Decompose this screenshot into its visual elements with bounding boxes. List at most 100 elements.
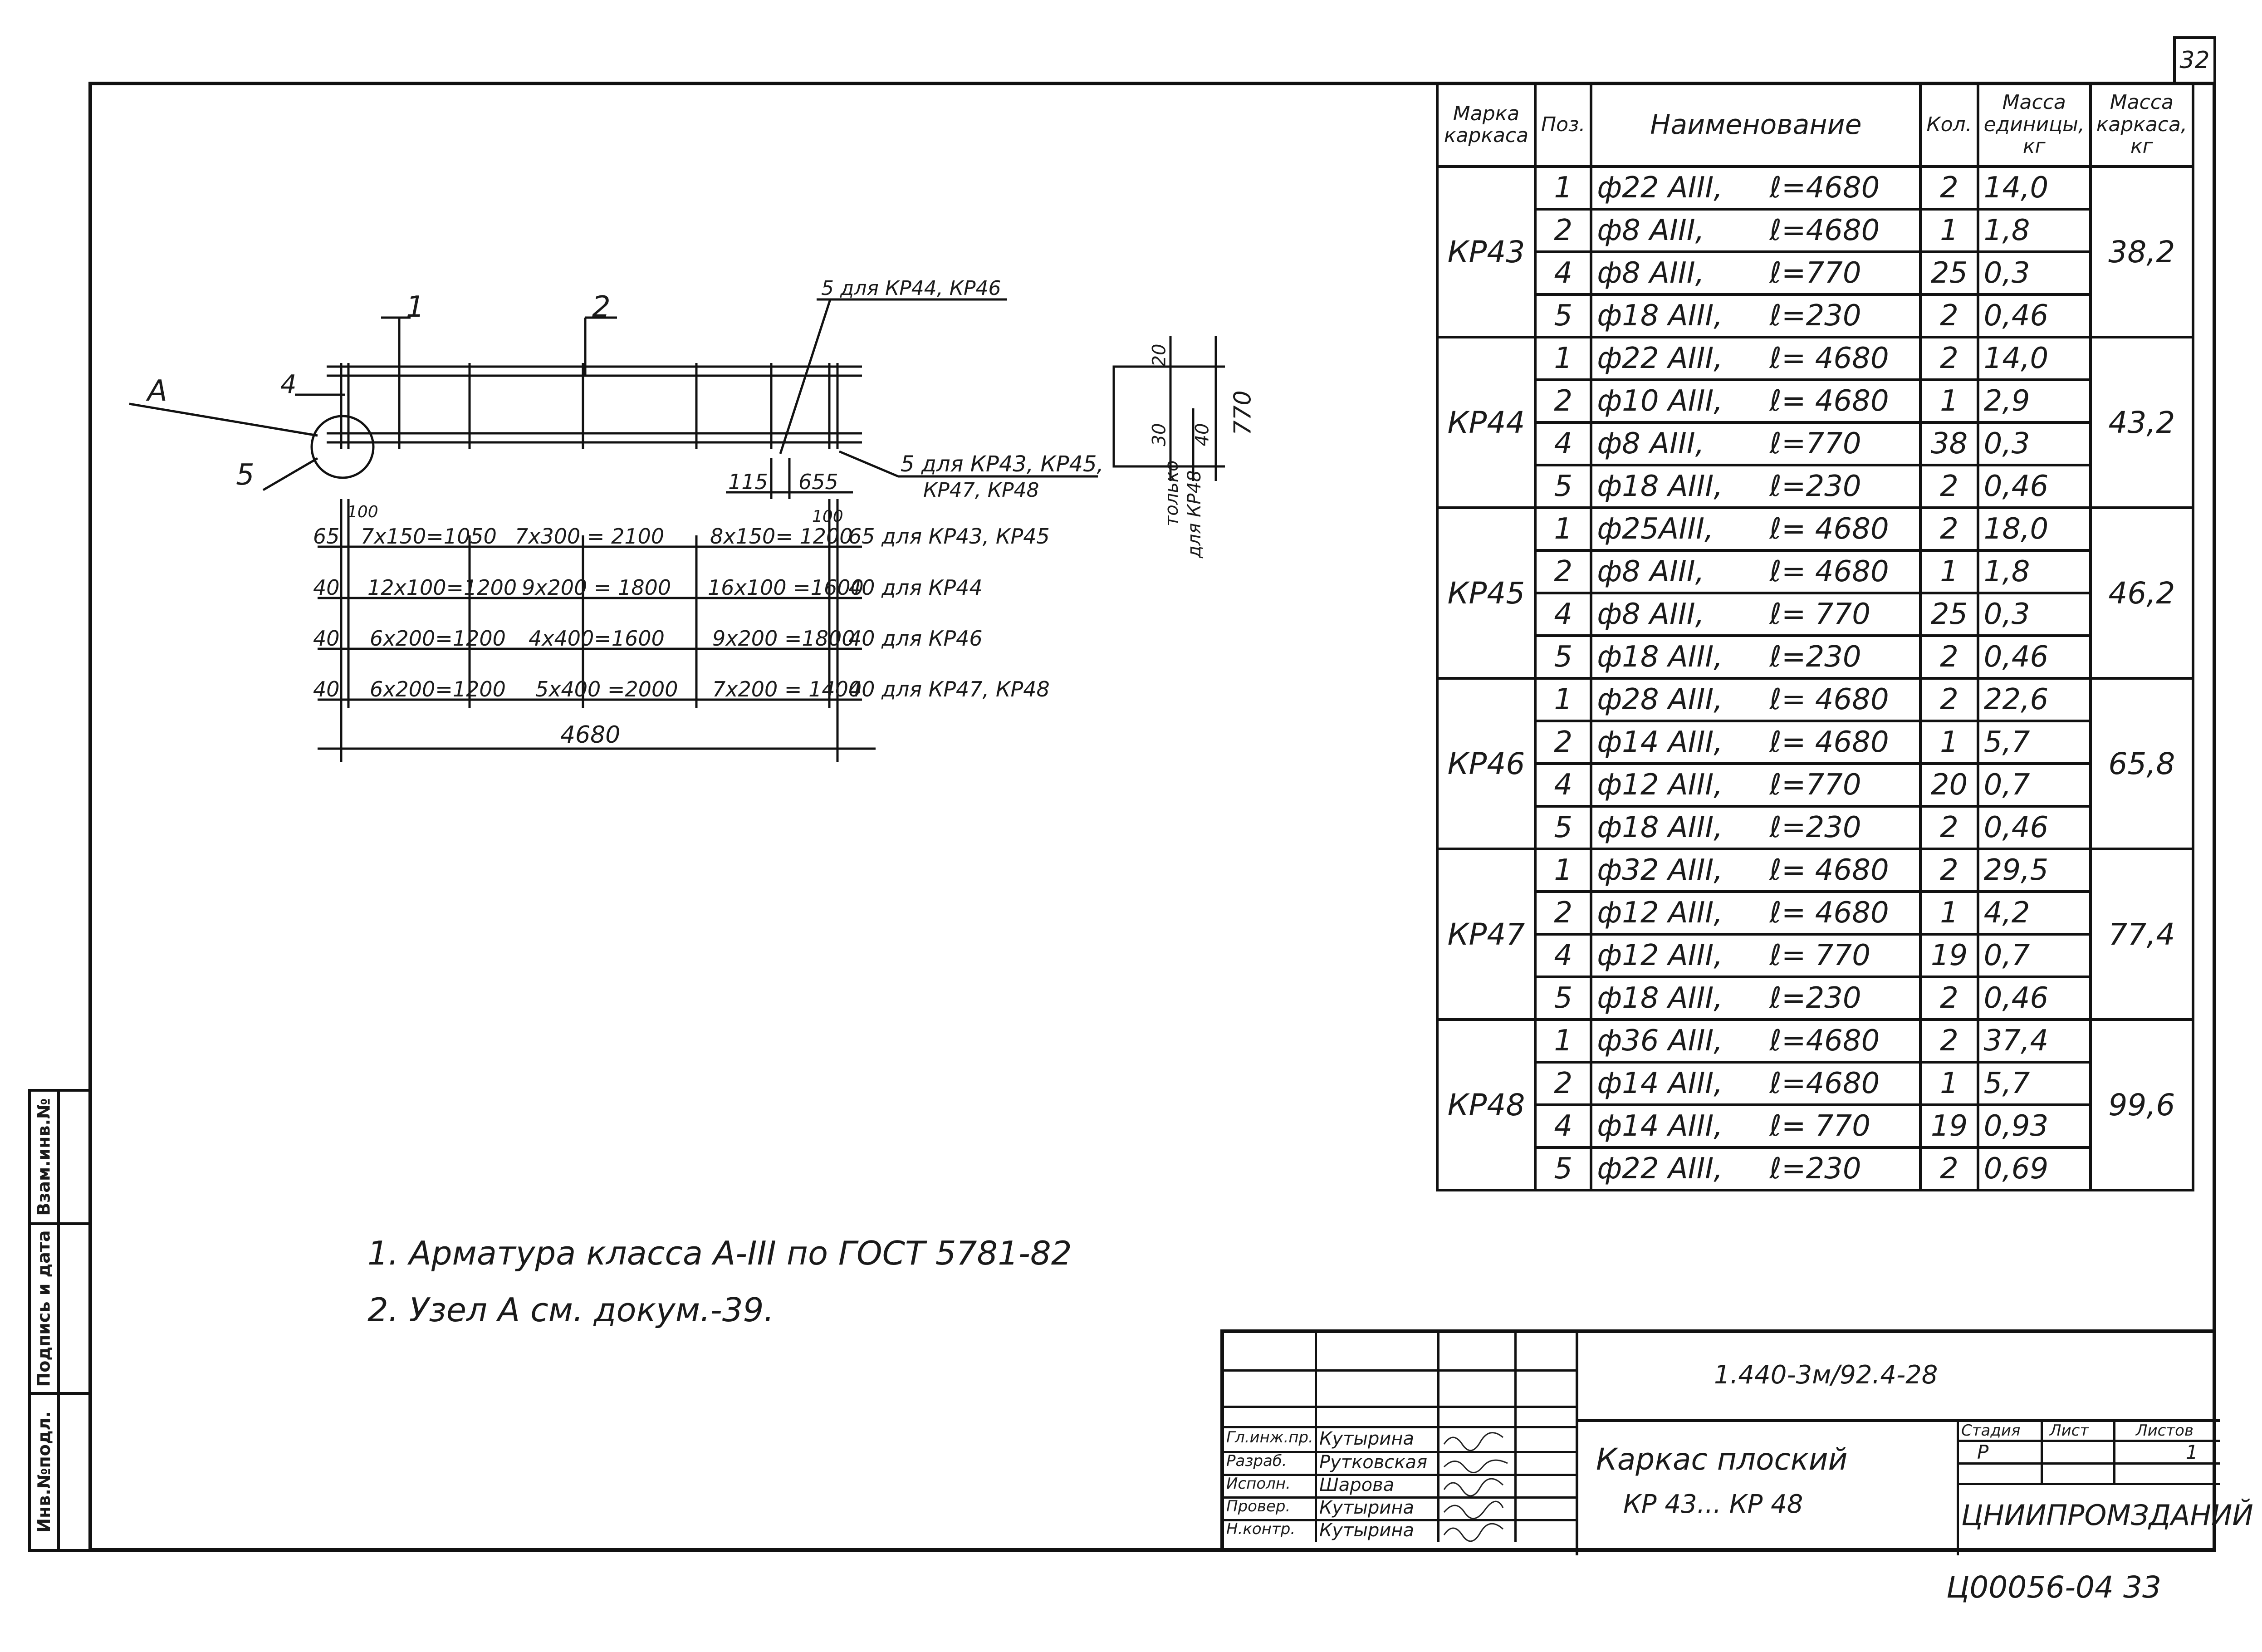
bar-length: ℓ=230 bbox=[1769, 299, 1861, 333]
name-cell: ф8 АIII,ℓ=4680 bbox=[1590, 208, 1922, 253]
unit-mass-cell: 1,8 bbox=[1976, 549, 2092, 594]
dim-row-2-left: 40 bbox=[313, 575, 340, 600]
bar-designation: ф10 АIII, bbox=[1597, 384, 1723, 418]
quantity-cell: 1 bbox=[1919, 208, 1979, 253]
name-cell: ф22 АIII,ℓ= 4680 bbox=[1590, 336, 1922, 381]
quantity-cell: 2 bbox=[1919, 848, 1979, 893]
section-note-1: только bbox=[1161, 460, 1182, 526]
role-3-name: Шарова bbox=[1319, 1475, 1395, 1495]
label-5-top: 5 для КР44, КР46 bbox=[821, 277, 1001, 300]
sheets-label: Листов bbox=[2136, 1422, 2194, 1440]
name-cell: ф12 АIII,ℓ=770 bbox=[1590, 762, 1922, 808]
bar-length: ℓ= 770 bbox=[1769, 939, 1870, 972]
name-cell: ф18 АIII,ℓ=230 bbox=[1590, 976, 1922, 1021]
unit-mass-cell: 0,46 bbox=[1976, 805, 2092, 850]
unit-mass-cell: 0,46 bbox=[1976, 976, 2092, 1021]
dim-row-4-right: 40 для КР47, КР48 bbox=[848, 677, 1050, 701]
position-5-label: 5 bbox=[236, 458, 255, 492]
label-5-right-2: КР47, КР48 bbox=[923, 479, 1039, 502]
unit-mass-cell: 0,46 bbox=[1976, 293, 2092, 338]
role-2-name: Рутковская bbox=[1319, 1452, 1428, 1473]
frame-mass-cell: 46,2 bbox=[2089, 506, 2194, 680]
bar-designation: ф8 АIII, bbox=[1597, 427, 1704, 461]
position-cell: 1 bbox=[1533, 506, 1593, 552]
name-cell: ф8 АIII,ℓ= 4680 bbox=[1590, 549, 1922, 594]
position-cell: 4 bbox=[1533, 933, 1593, 978]
quantity-cell: 2 bbox=[1919, 677, 1979, 722]
bar-length: ℓ= 4680 bbox=[1769, 896, 1889, 930]
dim-row-1-b: 7х300 = 2100 bbox=[515, 524, 665, 549]
unit-mass-cell: 0,69 bbox=[1976, 1146, 2092, 1191]
dim-100-right: 100 bbox=[812, 507, 843, 526]
bar-length: ℓ= 4680 bbox=[1769, 342, 1889, 375]
bar-length: ℓ= 770 bbox=[1769, 598, 1870, 631]
frame-mark-cell: КР43 bbox=[1436, 165, 1537, 338]
frame-elevation-drawing bbox=[129, 298, 1225, 762]
bar-designation: ф8 АIII, bbox=[1597, 214, 1704, 247]
bar-designation: ф18 АIII, bbox=[1597, 811, 1723, 844]
dim-row-3-b: 4х400=1600 bbox=[529, 626, 665, 651]
position-cell: 2 bbox=[1533, 549, 1593, 594]
quantity-cell: 2 bbox=[1919, 805, 1979, 850]
bar-length: ℓ= 4680 bbox=[1769, 726, 1889, 759]
name-cell: ф18 АIII,ℓ=230 bbox=[1590, 634, 1922, 680]
dim-655: 655 bbox=[798, 470, 838, 494]
name-cell: ф25АIII,ℓ= 4680 bbox=[1590, 506, 1922, 552]
quantity-cell: 25 bbox=[1919, 592, 1979, 637]
bottom-document-code: Ц00056-04 33 bbox=[1946, 1570, 2161, 1605]
position-cell: 4 bbox=[1533, 250, 1593, 296]
unit-mass-cell: 0,7 bbox=[1976, 933, 2092, 978]
bar-length: ℓ=230 bbox=[1769, 811, 1861, 844]
unit-mass-cell: 29,5 bbox=[1976, 848, 2092, 893]
bar-length: ℓ=230 bbox=[1769, 640, 1861, 674]
header-pos: Поз. bbox=[1533, 82, 1593, 168]
quantity-cell: 20 bbox=[1919, 762, 1979, 808]
bar-length: ℓ= 4680 bbox=[1769, 853, 1889, 887]
dim-row-2-c: 16х100 =1600 bbox=[708, 575, 864, 600]
name-cell: ф14 АIII,ℓ= 770 bbox=[1590, 1103, 1922, 1149]
role-2: Разраб. bbox=[1226, 1452, 1287, 1470]
dim-row-1-right: 65 для КР43, КР45 bbox=[848, 524, 1050, 549]
unit-mass-cell: 14,0 bbox=[1976, 336, 2092, 381]
signatures-scribble bbox=[1443, 1432, 1508, 1542]
replace-inv-label: Взам.инв.№ bbox=[34, 1098, 54, 1216]
quantity-cell: 25 bbox=[1919, 250, 1979, 296]
role-1-name: Кутырина bbox=[1319, 1428, 1415, 1449]
label-5-right-1: 5 для КР43, КР45, bbox=[901, 451, 1104, 477]
quantity-cell: 1 bbox=[1919, 378, 1979, 424]
quantity-cell: 1 bbox=[1919, 890, 1979, 936]
section-note-2: для КР48 bbox=[1184, 470, 1205, 558]
bar-designation: ф32 АIII, bbox=[1597, 853, 1723, 887]
bar-designation: ф12 АIII, bbox=[1597, 939, 1723, 972]
role-4: Провер. bbox=[1226, 1497, 1291, 1515]
quantity-cell: 19 bbox=[1919, 1103, 1979, 1149]
unit-mass-cell: 22,6 bbox=[1976, 677, 2092, 722]
stage-label: Стадия bbox=[1961, 1422, 2021, 1440]
bar-length: ℓ=770 bbox=[1769, 427, 1861, 461]
unit-mass-cell: 5,7 bbox=[1976, 1061, 2092, 1106]
bar-length: ℓ=230 bbox=[1769, 470, 1861, 503]
organization-name: ЦНИИПРОМЗДАНИЙ bbox=[1961, 1499, 2253, 1532]
position-cell: 1 bbox=[1533, 1018, 1593, 1064]
unit-mass-cell: 0,3 bbox=[1976, 421, 2092, 466]
unit-mass-cell: 0,3 bbox=[1976, 250, 2092, 296]
bar-length: ℓ= 4680 bbox=[1769, 683, 1889, 716]
frame-mark-cell: КР44 bbox=[1436, 336, 1537, 509]
quantity-cell: 2 bbox=[1919, 336, 1979, 381]
name-cell: ф22 АIII,ℓ=230 bbox=[1590, 1146, 1922, 1191]
bar-designation: ф22 АIII, bbox=[1597, 1152, 1723, 1186]
drawing-frame bbox=[88, 82, 2216, 1552]
bar-length: ℓ=4680 bbox=[1769, 1067, 1880, 1100]
bar-length: ℓ=4680 bbox=[1769, 1024, 1880, 1058]
quantity-cell: 2 bbox=[1919, 165, 1979, 211]
